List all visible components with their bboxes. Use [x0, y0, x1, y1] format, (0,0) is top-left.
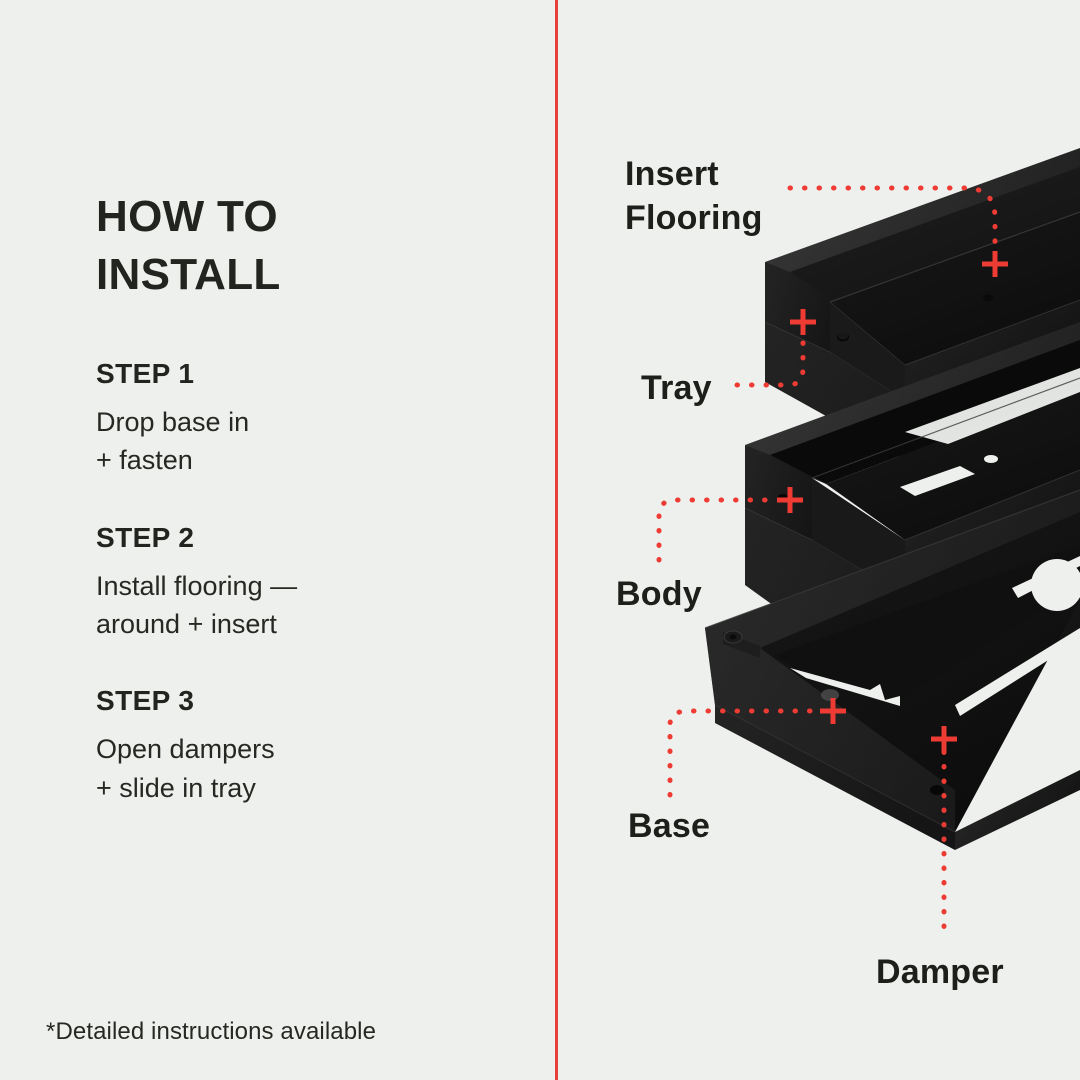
step-body: Install flooring — around + insert	[96, 570, 298, 639]
callout-label-body: Body	[616, 575, 702, 613]
step-title: STEP 1	[96, 358, 195, 389]
vertical-divider	[555, 0, 558, 1080]
footnote: *Detailed instructions available	[46, 1018, 377, 1045]
step-body: Open dampers + slide in tray	[96, 734, 275, 803]
callout-label-damper: Damper	[876, 953, 1004, 991]
marker-tray	[790, 309, 816, 335]
marker-insert-flooring	[982, 251, 1008, 277]
component-tray	[765, 148, 1080, 460]
marker-base	[820, 698, 846, 724]
marker-body	[777, 487, 803, 513]
leader-tray	[734, 332, 806, 388]
step-item: STEP 2 Install flooring — around + inser…	[96, 522, 526, 644]
component-base	[704, 489, 1080, 850]
steps-list: STEP 1 Drop base in + fasten STEP 2 Inst…	[96, 358, 526, 807]
page-title: HOW TO INSTALL	[96, 192, 281, 300]
marker-damper	[931, 726, 957, 752]
leader-body	[656, 497, 781, 563]
leader-insert-flooring	[787, 185, 998, 253]
step-title: STEP 2	[96, 521, 195, 553]
instructions-panel: HOW TO INSTALL STEP 1 Drop base in + fas…	[46, 192, 526, 1045]
step-body: Drop base in + fasten	[96, 407, 250, 476]
step-title: STEP 3	[96, 685, 195, 717]
callout-label-base: Base	[628, 807, 711, 845]
exploded-product-illustration	[704, 148, 1080, 850]
leader-base	[667, 708, 823, 798]
step-item: STEP 1 Drop base in + fasten	[96, 358, 526, 480]
product-diagram-panel: Insert Flooring Tray Body Base Damper	[555, 0, 1080, 1080]
callout-label-insert-flooring: Insert Flooring	[625, 155, 763, 238]
callout-leader-lines	[656, 185, 1008, 941]
callout-label-tray: Tray	[641, 369, 712, 407]
step-item: STEP 3 Open dampers + slide in tray	[96, 685, 526, 807]
